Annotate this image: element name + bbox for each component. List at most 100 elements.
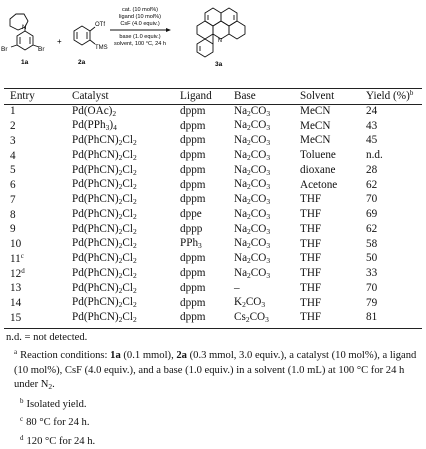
footnote-a-part1: Reaction conditions: xyxy=(20,350,111,362)
catalyst-cell: Pd(PhCN)2Cl2 xyxy=(72,296,137,310)
table-row: 3 Pd(PhCN)2Cl2 dppm Na2CO3 MeCN 45 xyxy=(4,134,422,149)
condition-above-3: CsF (4.0 equiv.) xyxy=(120,21,160,27)
base-cell: Na2CO3 xyxy=(234,266,271,280)
ligand-cell: dppp xyxy=(180,222,203,235)
base-cell: Na2CO3 xyxy=(234,104,271,118)
ligand-cell: PPh3 xyxy=(180,237,202,251)
tms-group: TMS xyxy=(95,45,108,51)
entry-cell: 5 xyxy=(4,163,72,178)
solvent-cell: THF xyxy=(300,311,322,324)
header-solvent: Solvent xyxy=(300,89,335,102)
table-row: 10 Pd(PhCN)2Cl2 PPh3 Na2CO3 THF 58 xyxy=(4,237,422,252)
entry-cell: 11c xyxy=(4,252,72,267)
catalyst-cell: Pd(PhCN)2Cl2 xyxy=(72,281,137,295)
header-yield-footnote-mark: b xyxy=(409,89,414,98)
yield-cell: n.d. xyxy=(366,149,383,162)
condition-below-2: solvent, 100 °C, 24 h xyxy=(114,41,166,47)
ligand-cell: dppm xyxy=(180,134,206,147)
footnote-a-part2: (0.1 mmol), xyxy=(120,350,177,362)
footnote-a-part3: (0.3 mmol, 3.0 equiv.), a catalyst (10 m… xyxy=(14,350,417,390)
entry-number: 14 xyxy=(10,297,22,310)
entry-number: 3 xyxy=(10,134,16,147)
footnote-a-end: . xyxy=(52,378,55,390)
base-cell: – xyxy=(234,281,240,294)
catalyst-cell: Pd(PhCN)2Cl2 xyxy=(72,193,137,207)
catalyst-cell: Pd(OAc)2 xyxy=(72,104,117,118)
table-top-rule xyxy=(4,88,422,89)
entry-number: 10 xyxy=(10,238,22,251)
base-cell: Na2CO3 xyxy=(234,237,271,251)
ligand-cell: dppe xyxy=(180,208,202,221)
yield-cell: 62 xyxy=(366,222,378,235)
header-base: Base xyxy=(234,89,256,102)
table-bottom-rule xyxy=(4,328,422,329)
atom-br-right: Br xyxy=(38,46,45,53)
header-catalyst: Catalyst xyxy=(72,89,109,102)
solvent-cell: dioxane xyxy=(300,163,336,176)
solvent-cell: THF xyxy=(300,296,322,309)
footnote-d-text: 120 °C for 24 h. xyxy=(26,435,96,447)
entry-footnote-mark: c xyxy=(20,251,24,260)
atom-n-1a: N xyxy=(22,25,26,31)
solvent-cell: MeCN xyxy=(300,134,331,147)
catalyst-cell: Pd(PPh3)4 xyxy=(72,119,117,133)
ligand-cell: dppm xyxy=(180,119,206,132)
entry-cell: 1 xyxy=(4,104,72,119)
reagent-2a-structure xyxy=(73,25,96,46)
entry-footnote-mark: d xyxy=(21,266,25,275)
solvent-cell: THF xyxy=(300,267,322,280)
footnote-b-text: Isolated yield. xyxy=(26,399,87,411)
solvent-cell: MeCN xyxy=(300,104,331,117)
header-ligand: Ligand xyxy=(180,89,212,102)
entry-number: 9 xyxy=(10,223,16,236)
ligand-cell: dppm xyxy=(180,281,206,294)
catalyst-cell: Pd(PhCN)2Cl2 xyxy=(72,163,137,177)
base-cell: Na2CO3 xyxy=(234,148,271,162)
entry-number: 5 xyxy=(10,164,16,177)
paper-table-page: N Br Br 1a + OTf TMS 2a cat. (10 mol%) l… xyxy=(1,7,422,447)
footnote-d-mark: d xyxy=(20,433,24,442)
entry-number: 13 xyxy=(10,282,22,295)
solvent-cell: MeCN xyxy=(300,119,331,132)
entry-cell: 13 xyxy=(4,281,72,296)
solvent-cell: THF xyxy=(300,222,322,235)
entry-number: 7 xyxy=(10,193,16,206)
ligand-cell: dppm xyxy=(180,252,206,265)
entry-number: 11 xyxy=(10,252,21,265)
solvent-cell: THF xyxy=(300,281,322,294)
catalyst-cell: Pd(PhCN)2Cl2 xyxy=(72,252,137,266)
catalyst-cell: Pd(PhCN)2Cl2 xyxy=(72,311,137,325)
nd-note: n.d. = not detected. xyxy=(6,332,88,343)
yield-cell: 45 xyxy=(366,134,378,147)
catalyst-cell: Pd(PhCN)2Cl2 xyxy=(72,134,137,148)
base-cell: Na2CO3 xyxy=(234,207,271,221)
yield-cell: 43 xyxy=(366,119,378,132)
yield-cell: 58 xyxy=(366,237,378,250)
yield-cell: 70 xyxy=(366,281,378,294)
ligand-cell: dppm xyxy=(180,163,206,176)
catalyst-cell: Pd(PhCN)2Cl2 xyxy=(72,178,137,192)
condition-below-1: base (1.0 equiv.) xyxy=(119,34,160,40)
optimization-table: Entry Catalyst Ligand Base Solvent Yield… xyxy=(4,89,422,325)
catalyst-cell: Pd(PhCN)2Cl2 xyxy=(72,148,137,162)
ligand-cell: dppm xyxy=(180,296,206,309)
base-cell: Na2CO3 xyxy=(234,134,271,148)
solvent-cell: THF xyxy=(300,237,322,250)
entry-number: 2 xyxy=(10,120,16,133)
entry-number: 8 xyxy=(10,208,16,221)
catalyst-cell: Pd(PhCN)2Cl2 xyxy=(72,237,137,251)
entry-cell: 14 xyxy=(4,296,72,311)
entry-cell: 15 xyxy=(4,311,72,326)
footnote-a-compound-1a: 1a xyxy=(110,350,121,362)
entry-cell: 8 xyxy=(4,207,72,222)
reagent-label: 2a xyxy=(78,59,86,66)
yield-cell: 28 xyxy=(366,163,378,176)
